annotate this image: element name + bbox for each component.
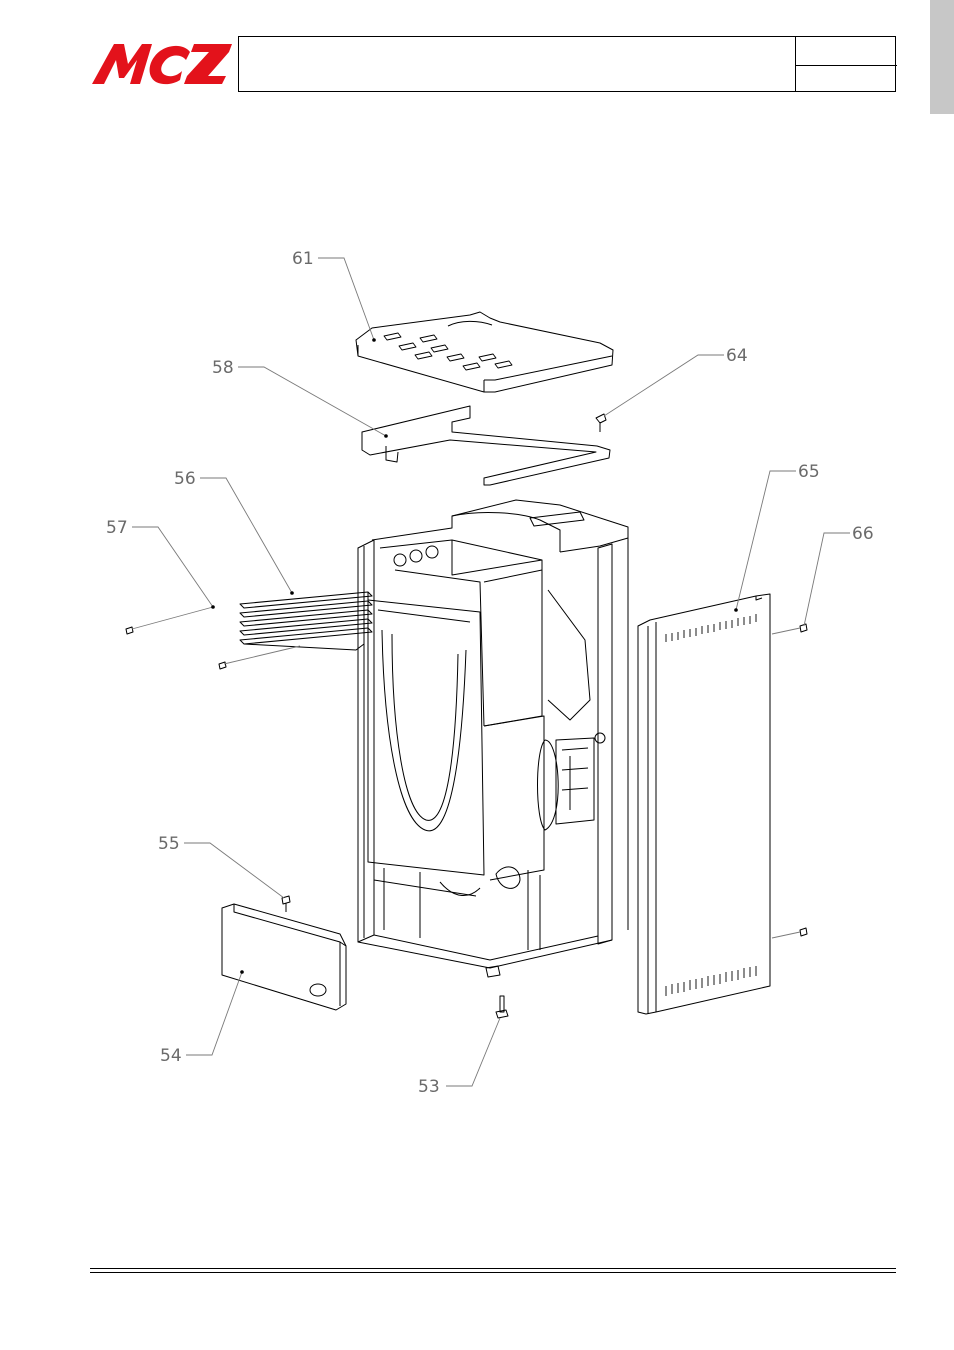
callout-55: 55	[158, 834, 180, 854]
part-57-screws	[125, 626, 227, 670]
footer-rule	[90, 1268, 896, 1269]
part-61-top-cover	[355, 311, 614, 393]
leader-dots	[211, 338, 738, 974]
side-tab	[930, 0, 954, 114]
part-53-foot-screw	[495, 995, 509, 1019]
part-54-lower-cover	[221, 903, 347, 1011]
leader-lines	[131, 257, 850, 1087]
mcz-logo	[92, 44, 232, 85]
callout-54: 54	[160, 1046, 182, 1066]
stove-body-frame	[357, 499, 629, 978]
header-cell-divider	[795, 65, 897, 66]
callout-64: 64	[726, 346, 748, 366]
header-divider	[795, 37, 796, 91]
callout-66: 66	[852, 524, 874, 544]
callout-65: 65	[798, 462, 820, 482]
callout-61: 61	[292, 249, 314, 269]
part-66-screws	[799, 623, 808, 937]
part-56-grille	[239, 591, 373, 651]
part-55-screw	[281, 895, 291, 912]
callout-53: 53	[418, 1077, 440, 1097]
header-box	[238, 36, 897, 92]
callout-57: 57	[106, 518, 128, 538]
footer-rule-thin	[90, 1272, 896, 1273]
part-58-bracket	[361, 405, 611, 486]
callout-58: 58	[212, 358, 234, 378]
part-65-side-panel	[637, 593, 771, 1015]
part-64-screw	[595, 413, 607, 432]
callout-56: 56	[174, 469, 196, 489]
